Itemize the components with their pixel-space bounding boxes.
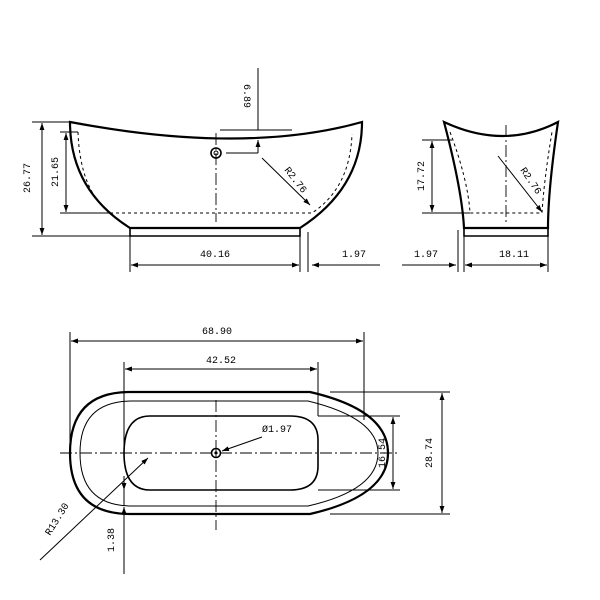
end-inner-depth-label: 17.72	[417, 161, 428, 191]
end-view: 17.72 R2.76 1.97 18.11	[402, 120, 560, 272]
end-base-width-label: 18.11	[499, 250, 529, 261]
side-base	[129, 228, 301, 237]
side-inner-depth-label: 21.65	[51, 157, 62, 187]
plan-corner-radius-label: R13.30	[44, 502, 72, 538]
plan-basin-length-label: 42.52	[206, 356, 236, 367]
plan-drain-leader	[221, 436, 263, 452]
side-top-offset-label: 6.89	[240, 84, 251, 108]
plan-drain-center	[214, 451, 218, 455]
side-tub-outline	[68, 120, 364, 230]
plan-drain-diameter-label: Ø1.97	[262, 424, 292, 436]
plan-outer-rim	[68, 390, 390, 516]
plan-basin-width-label: 16.54	[378, 438, 389, 468]
side-overall-height-label: 26.77	[23, 163, 34, 193]
plan-drain	[210, 447, 222, 459]
plan-corner-radius-leader	[39, 457, 149, 561]
end-inner-wall	[449, 131, 553, 214]
plan-inner-rim	[79, 400, 379, 507]
plan-basin	[123, 415, 319, 491]
end-tub-outline	[442, 120, 560, 230]
side-inner-wall	[77, 131, 353, 214]
plan-view: Ø1.97 68.90 42.52 16.54 28.74 R13.30 1.3…	[39, 327, 450, 574]
side-radius-leader	[261, 157, 311, 206]
side-view: 6.89 26.77 21.65 R2.76 40.16 1.97	[23, 68, 380, 272]
plan-overall-length-label: 68.90	[202, 327, 232, 338]
side-foot-offset-label: 1.97	[342, 250, 366, 261]
end-base	[463, 228, 549, 237]
plan-overall-width-label: 28.74	[425, 438, 436, 468]
end-radius-leader	[497, 155, 543, 213]
end-foot-offset-label: 1.97	[414, 250, 438, 261]
end-rim-radius-label: R2.76	[517, 166, 543, 197]
plan-rim-thickness-label: 1.38	[107, 528, 118, 552]
side-base-length-label: 40.16	[200, 250, 230, 261]
